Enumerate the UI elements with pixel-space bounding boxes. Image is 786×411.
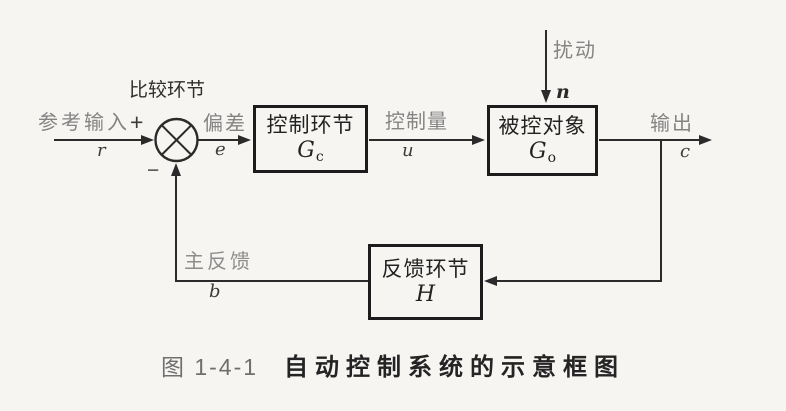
- output-symbol: c: [680, 141, 691, 162]
- reference-arrowhead: [141, 135, 154, 145]
- feedback-block-label: 反馈环节: [381, 257, 470, 281]
- plant-symbol-main: G: [528, 139, 547, 165]
- control-arrowhead: [472, 135, 485, 145]
- feedback-symbol: b: [209, 281, 221, 302]
- control-quantity-label: 控制量: [385, 111, 448, 133]
- control-symbol: u: [402, 140, 414, 161]
- feedback-block: 反馈环节 H: [368, 244, 483, 320]
- minus-sign: −: [147, 159, 160, 182]
- reference-symbol: r: [97, 140, 106, 161]
- figure-number: 图 1-4-1: [160, 354, 259, 380]
- plant-symbol-sub: o: [547, 150, 556, 167]
- summing-junction-circle: [154, 117, 199, 163]
- disturbance-symbol: n: [556, 81, 570, 103]
- figure-caption: 图 1-4-1 自动控制系统的示意框图: [0, 347, 786, 382]
- plant-block-symbol: Go: [529, 140, 556, 166]
- feedback-block-symbol: H: [416, 283, 435, 306]
- main-feedback-label: 主反馈: [184, 251, 253, 273]
- plus-sign: +: [130, 109, 144, 135]
- output-label: 输出: [650, 113, 694, 135]
- error-symbol: e: [215, 139, 226, 160]
- controller-symbol-sub: c: [315, 148, 324, 165]
- reference-input-label: 参考输入: [38, 112, 130, 134]
- controller-block: 控制环节 Gc: [253, 105, 368, 173]
- output-arrowhead: [699, 135, 712, 145]
- summing-junction-cross-line: [160, 124, 193, 156]
- plant-block-label: 被控对象: [498, 115, 587, 139]
- disturbance-arrowhead: [541, 90, 551, 103]
- controller-symbol-main: G: [297, 137, 315, 163]
- error-label: 偏差: [203, 113, 247, 135]
- plant-block: 被控对象 Go: [487, 105, 598, 176]
- feedback-symbol-main: H: [415, 282, 436, 308]
- feedback-into-junction-arrowhead: [171, 163, 181, 176]
- figure-title: 自动控制系统的示意框图: [284, 354, 626, 381]
- error-arrowhead: [238, 135, 251, 145]
- controller-block-symbol: Gc: [297, 139, 323, 165]
- controller-block-label: 控制环节: [266, 113, 355, 137]
- summing-junction-label: 比较环节: [129, 80, 206, 101]
- disturbance-label: 扰动: [553, 40, 597, 62]
- feedback-into-block-arrowhead: [484, 276, 497, 286]
